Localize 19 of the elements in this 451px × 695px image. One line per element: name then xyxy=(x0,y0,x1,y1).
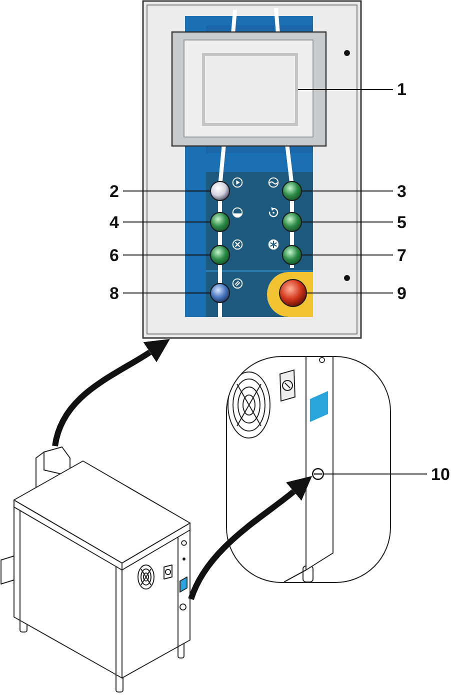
leader-line xyxy=(302,190,393,192)
callout-number: 5 xyxy=(397,212,406,232)
callout-number: 7 xyxy=(397,246,406,264)
callout-number: 1 xyxy=(397,80,406,98)
callout-number: 4 xyxy=(110,212,119,232)
callout-number: 9 xyxy=(397,284,406,302)
leader-line xyxy=(302,221,393,223)
curved-arrow xyxy=(52,339,170,447)
callout-number: 3 xyxy=(397,182,406,200)
callout-number: 2 xyxy=(110,182,119,200)
callout-number: 8 xyxy=(110,284,119,302)
detail-inset xyxy=(226,356,391,583)
callout-number: 10 xyxy=(431,464,450,484)
callout-number: 6 xyxy=(110,246,119,264)
leader-line xyxy=(307,292,393,294)
leader-line xyxy=(302,254,393,256)
machine-drawing xyxy=(0,446,191,693)
leader-line xyxy=(324,473,427,475)
curved-arrow xyxy=(188,476,312,600)
